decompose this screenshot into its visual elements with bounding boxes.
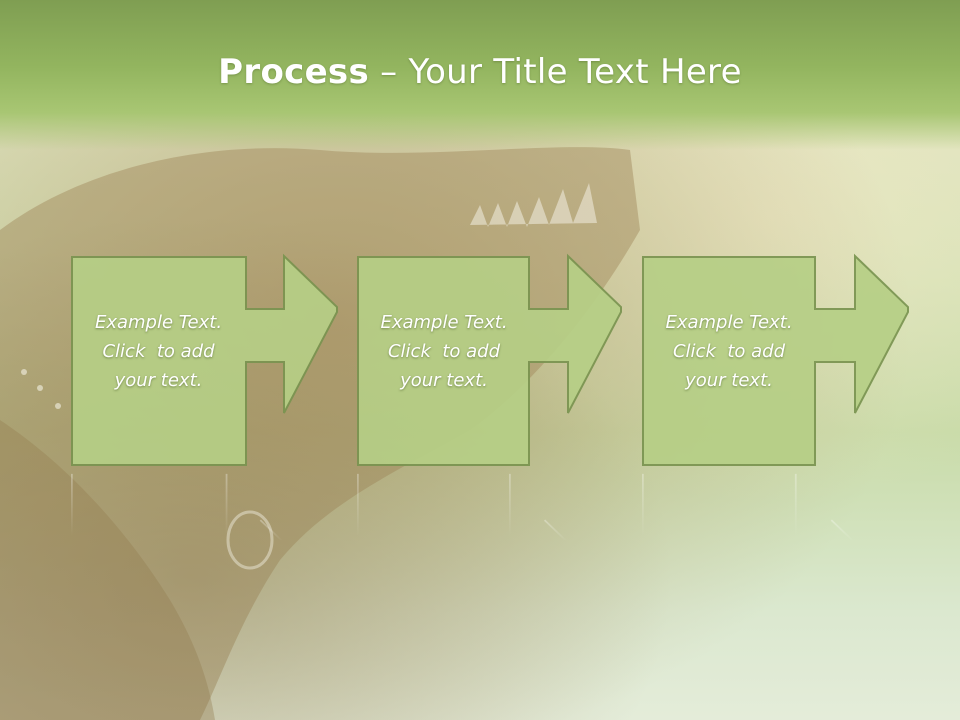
title-rest: – Your Title Text Here <box>369 52 742 92</box>
step-2-line-3: your text. <box>400 370 488 391</box>
step-arrow-shape <box>357 253 622 466</box>
slide-title[interactable]: Process – Your Title Text Here <box>0 52 960 92</box>
step-1-line-1: Example Text. <box>94 312 223 333</box>
step-1-text[interactable]: Example Text. Click to add your text. <box>71 308 246 395</box>
step-2-reflection <box>357 473 567 540</box>
step-3-text[interactable]: Example Text. Click to add your text. <box>642 308 816 395</box>
step-1-line-2: Click to add <box>102 341 215 362</box>
process-step-2[interactable]: Example Text. Click to add your text. <box>357 253 622 466</box>
step-arrow-shape <box>71 253 338 466</box>
title-bold: Process <box>218 52 370 92</box>
step-1-line-3: your text. <box>114 370 203 391</box>
step-2-text[interactable]: Example Text. Click to add your text. <box>357 308 531 395</box>
process-step-1[interactable]: Example Text. Click to add your text. <box>71 253 338 466</box>
step-3-line-3: your text. <box>685 370 773 391</box>
step-3-line-2: Click to add <box>672 341 785 362</box>
step-2-line-1: Example Text. <box>380 312 508 333</box>
step-3-reflection <box>642 473 854 540</box>
process-step-3[interactable]: Example Text. Click to add your text. <box>642 253 909 466</box>
title-band <box>0 0 960 150</box>
step-2-line-2: Click to add <box>387 341 500 362</box>
step-3-line-1: Example Text. <box>665 312 793 333</box>
step-1-reflection <box>71 473 283 540</box>
step-arrow-shape <box>642 253 909 466</box>
